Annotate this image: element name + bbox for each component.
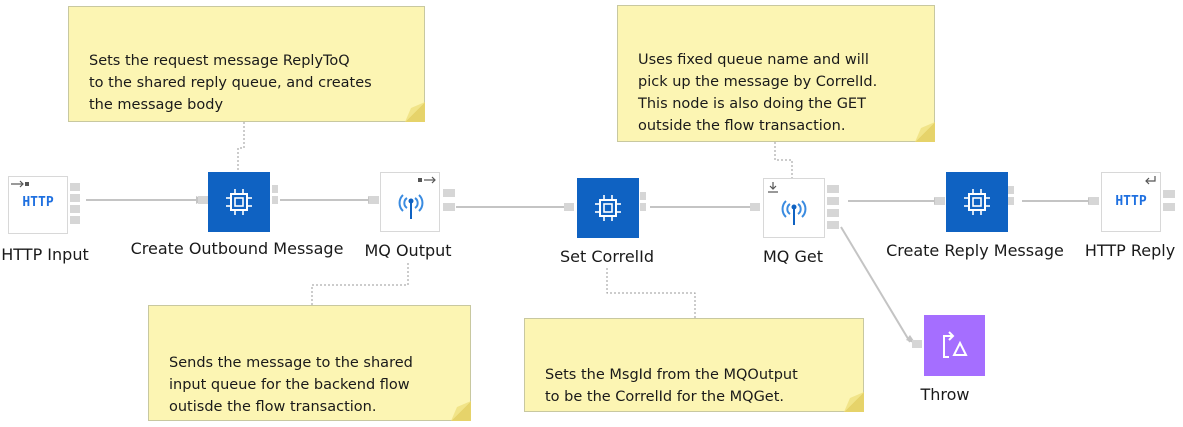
note-text: Sets the MsgId from the MQOutput to be t…: [545, 367, 798, 405]
note-fold-icon: [844, 392, 864, 412]
chip-icon: [964, 189, 990, 215]
note-sends-message[interactable]: Sends the message to the shared input qu…: [148, 305, 471, 421]
node-label-http-input: HTTP Input: [1, 245, 89, 264]
note-fold-icon: [451, 401, 471, 421]
node-label-mq-get: MQ Get: [763, 247, 823, 266]
node-label-mq-output: MQ Output: [364, 241, 452, 260]
download-icon: [768, 182, 778, 193]
note-connectors: [237, 122, 793, 318]
node-label-set-correlid: Set CorrelId: [559, 247, 655, 266]
http-input-node[interactable]: HTTP: [8, 176, 68, 234]
throw-icon: [943, 331, 968, 358]
note-fixed-queue[interactable]: Uses fixed queue name and will pick up t…: [617, 5, 935, 142]
note-text: Sends the message to the shared input qu…: [169, 355, 413, 415]
http-icon: HTTP: [1115, 194, 1147, 209]
reply-arrow-icon: [1145, 176, 1156, 185]
chip-icon: [595, 195, 621, 221]
chip-icon: [226, 189, 252, 215]
throw-node[interactable]: [924, 315, 985, 376]
mq-antenna-icon: [398, 194, 424, 219]
set-correlid-node[interactable]: [577, 178, 639, 238]
create-outbound-node[interactable]: [208, 172, 270, 232]
mq-antenna-icon: [781, 200, 807, 225]
create-reply-node[interactable]: [946, 172, 1008, 232]
connections: [86, 199, 1088, 343]
node-label-create-outbound: Create Outbound Message: [130, 239, 344, 258]
mq-get-node[interactable]: [763, 178, 825, 238]
http-reply-node[interactable]: HTTP: [1101, 172, 1161, 232]
mq-output-node[interactable]: [380, 172, 440, 232]
note-fold-icon: [915, 122, 935, 142]
node-label-http-reply: HTTP Reply: [1084, 241, 1176, 260]
node-terminals: [70, 183, 1175, 348]
note-msgid[interactable]: Sets the MsgId from the MQOutput to be t…: [524, 318, 864, 412]
input-arrow-icon: [11, 180, 29, 188]
output-arrow-icon: [418, 176, 436, 184]
http-icon: HTTP: [22, 195, 54, 210]
node-label-throw: Throw: [920, 385, 970, 404]
note-fold-icon: [405, 102, 425, 122]
note-text: Sets the request message ReplyToQ to the…: [89, 53, 372, 113]
note-text: Uses fixed queue name and will pick up t…: [638, 52, 878, 134]
node-label-create-reply: Create Reply Message: [886, 241, 1064, 260]
note-reply-to-q[interactable]: Sets the request message ReplyToQ to the…: [68, 6, 425, 122]
